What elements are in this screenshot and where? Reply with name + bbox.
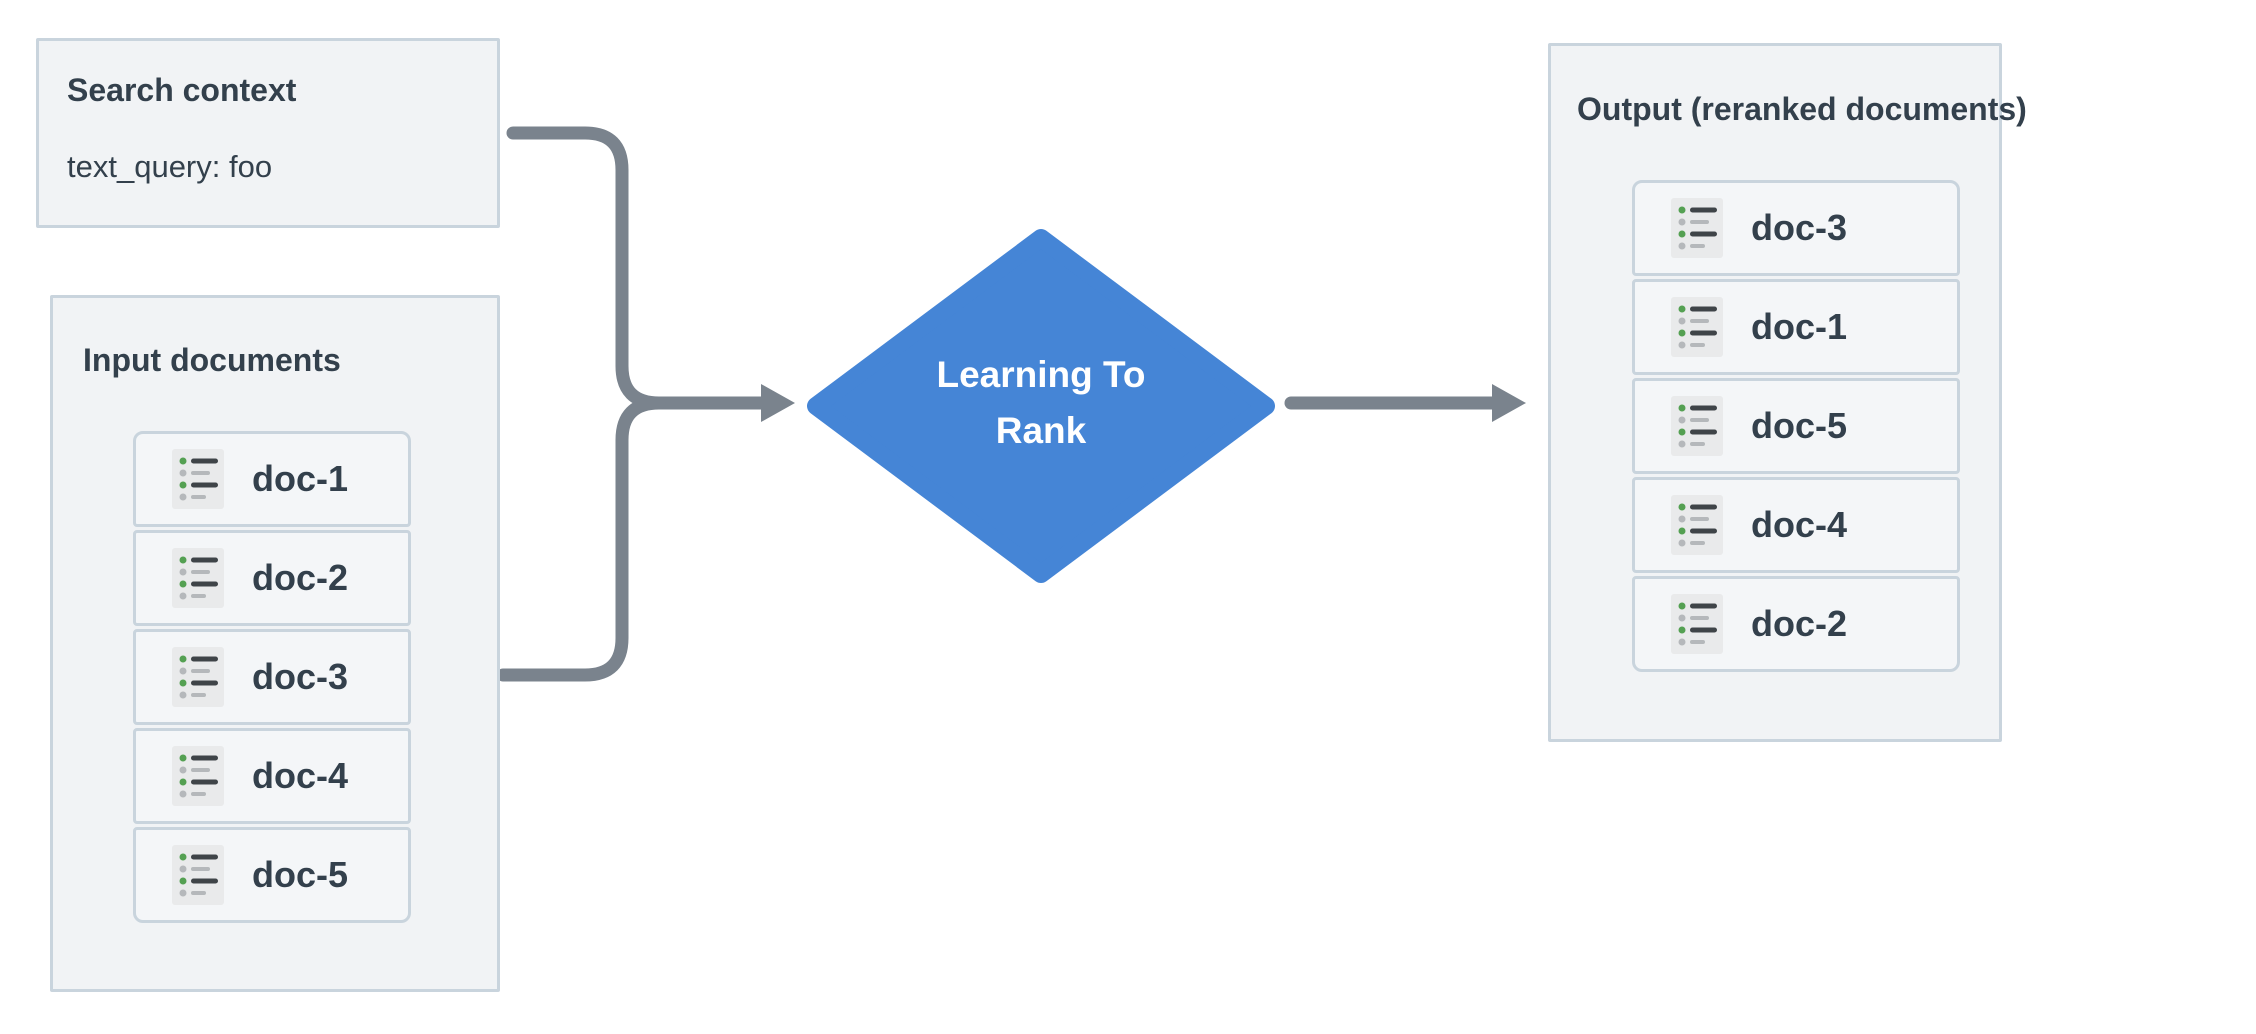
document-list-icon bbox=[1671, 495, 1723, 555]
document-item: doc-5 bbox=[1632, 378, 1960, 474]
document-list-icon bbox=[172, 845, 224, 905]
search-context-title: Search context bbox=[67, 72, 297, 108]
document-item: doc-4 bbox=[1632, 477, 1960, 573]
search-query-text: text_query: foo bbox=[67, 149, 273, 184]
document-list-icon bbox=[172, 548, 224, 608]
output-arrowhead bbox=[1492, 384, 1526, 422]
document-label: doc-1 bbox=[1751, 306, 1848, 347]
document-label: doc-2 bbox=[252, 557, 349, 598]
document-item: doc-1 bbox=[1632, 279, 1960, 375]
document-label: doc-4 bbox=[252, 755, 349, 796]
document-item: doc-1 bbox=[133, 431, 411, 527]
document-list-icon bbox=[1671, 297, 1723, 357]
input-documents-box: Input documents doc-1 doc-2 doc-3 doc-4 … bbox=[50, 295, 500, 992]
document-list-icon bbox=[172, 746, 224, 806]
document-list-icon bbox=[1671, 594, 1723, 654]
output-documents-title: Output (reranked documents) bbox=[1577, 91, 2027, 127]
input-documents-title: Input documents bbox=[83, 342, 341, 378]
document-label: doc-1 bbox=[252, 458, 349, 499]
output-documents-list: doc-3 doc-1 doc-5 doc-4 doc-2 bbox=[1632, 180, 1960, 672]
document-list-icon bbox=[1671, 396, 1723, 456]
document-item: doc-3 bbox=[133, 629, 411, 725]
document-item: doc-2 bbox=[1632, 576, 1960, 672]
input-documents-arrow bbox=[496, 396, 666, 682]
document-label: doc-5 bbox=[252, 854, 349, 895]
document-list-icon bbox=[1671, 198, 1723, 258]
document-label: doc-4 bbox=[1751, 504, 1848, 545]
document-label: doc-2 bbox=[1751, 603, 1848, 644]
document-list-icon bbox=[172, 449, 224, 509]
search-context-arrow bbox=[506, 126, 769, 410]
diamond-label-line1: Learning To bbox=[936, 354, 1146, 395]
learning-to-rank-label: Learning To Rank bbox=[841, 347, 1241, 459]
document-label: doc-3 bbox=[252, 656, 349, 697]
document-item: doc-2 bbox=[133, 530, 411, 626]
input-documents-list: doc-1 doc-2 doc-3 doc-4 doc-5 bbox=[133, 431, 411, 923]
document-item: doc-3 bbox=[1632, 180, 1960, 276]
learning-to-rank-diamond bbox=[807, 229, 1275, 583]
document-item: doc-5 bbox=[133, 827, 411, 923]
diamond-label-line2: Rank bbox=[995, 410, 1087, 451]
output-documents-box: Output (reranked documents) doc-3 doc-1 … bbox=[1548, 43, 2027, 742]
document-list-icon bbox=[172, 647, 224, 707]
merge-arrowhead bbox=[761, 384, 795, 422]
search-context-box: Search context text_query: foo bbox=[36, 38, 500, 228]
document-item: doc-4 bbox=[133, 728, 411, 824]
document-label: doc-3 bbox=[1751, 207, 1848, 248]
document-label: doc-5 bbox=[1751, 405, 1848, 446]
